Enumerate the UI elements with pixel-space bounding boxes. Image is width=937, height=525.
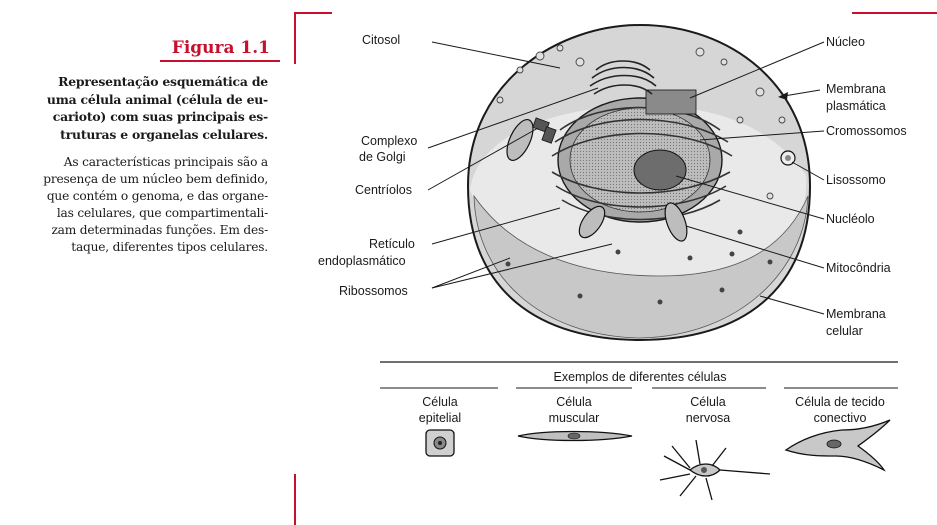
epitelial-label-line2: epitelial xyxy=(419,411,461,425)
examples-heading: Exemplos de diferentes células xyxy=(553,370,726,384)
label-centriolos: Centríolos xyxy=(355,183,412,197)
label-citosol: Citosol xyxy=(362,33,400,47)
nervosa-label-line1: Célula xyxy=(690,395,725,409)
nervosa-label-line2: nervosa xyxy=(686,411,731,425)
label-mitocondria: Mitocôndria xyxy=(826,261,891,275)
epithelial-cell-drawing xyxy=(426,430,454,456)
muscular-label-line2: muscular xyxy=(549,411,600,425)
nucleolus xyxy=(634,150,686,190)
conectivo-label-line2: conectivo xyxy=(814,411,867,425)
label-ribossomos: Ribossomos xyxy=(339,284,408,298)
connective-cell-drawing xyxy=(786,420,890,470)
label-membrana-plasmatica-line2: plasmática xyxy=(826,99,886,113)
label-lisossomo: Lisossomo xyxy=(826,173,886,187)
label-golgi-line1: Complexo xyxy=(361,134,417,148)
label-nucleolo: Nucléolo xyxy=(826,212,875,226)
label-cromossomos: Cromossomos xyxy=(826,124,907,138)
label-golgi-line2: de Golgi xyxy=(359,150,406,164)
label-reticulo-line2: endoplasmático xyxy=(318,254,406,268)
epitelial-label-line1: Célula xyxy=(422,395,457,409)
nerve-cell-drawing xyxy=(660,440,770,500)
muscular-label-line1: Célula xyxy=(556,395,591,409)
examples-panel: Exemplos de diferentes células Célula ep… xyxy=(380,362,898,500)
conectivo-label-line1: Célula de tecido xyxy=(795,395,885,409)
lysosome-core xyxy=(785,155,791,161)
animal-cell xyxy=(468,25,810,340)
muscle-cell-drawing xyxy=(518,432,632,441)
label-membrana-celular-line1: Membrana xyxy=(826,307,886,321)
label-nucleo: Núcleo xyxy=(826,35,865,49)
label-membrana-plasmatica-line1: Membrana xyxy=(826,82,886,96)
label-reticulo-line1: Retículo xyxy=(369,237,415,251)
nuclear-pore-block xyxy=(646,90,696,114)
label-membrana-celular-line2: celular xyxy=(826,324,863,338)
